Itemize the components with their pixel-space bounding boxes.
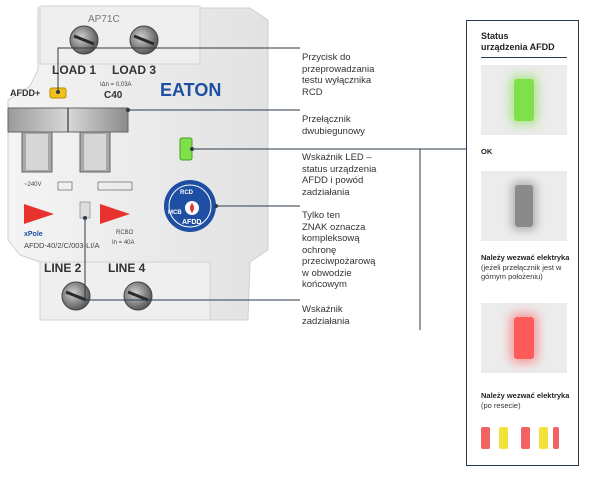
rating-c40: C40 (104, 90, 123, 101)
top-code: AP71C (88, 14, 120, 25)
double-pole-switch[interactable] (7, 107, 129, 173)
trip-indicator-right (100, 204, 130, 224)
terminal-screw-line2 (61, 281, 91, 311)
callout-rcd-test-button: Przycisk do przeprowadzania testu wyłącz… (302, 52, 375, 98)
terminal-label-line4: LINE 4 (108, 261, 146, 275)
afdd-plus-label: AFDD+ (10, 88, 40, 98)
led-state-ok (481, 65, 567, 135)
blink-red-2 (521, 427, 530, 449)
model-label: AFDD-40/2/C/003-LI/A (24, 241, 99, 250)
terminal-label-load1: LOAD 1 (52, 63, 96, 77)
afdd-device-illustration: AP71C LOAD 1 LOAD 3 AFDD+ EATON IΔn = 0,… (7, 5, 269, 321)
terminal-label-line2: LINE 2 (44, 261, 82, 275)
svg-text:MCB: MCB (168, 210, 182, 216)
label-ok: OK (481, 147, 493, 156)
led-blink-sequence (481, 427, 571, 451)
terminal-screw-load3 (129, 25, 159, 55)
callout-double-pole-switch: Przełącznik dwubiegunowy (302, 114, 365, 137)
led-red (514, 317, 534, 359)
callout-led-indicator: Wskaźnik LED – status urządzenia AFDD i … (302, 152, 377, 198)
blink-yellow-2 (539, 427, 548, 449)
trip-indicator-left (24, 204, 54, 224)
afdd-status-panel: Status urządzenia AFDD OK Należy wezwać … (466, 20, 579, 466)
led-state-fault (481, 303, 567, 373)
label-call-electrician-2: Należy wezwać elektryka (po resecie) (481, 391, 570, 410)
current-label: In = 40A (112, 240, 135, 246)
terminal-screw-load1 (69, 25, 99, 55)
rcbo-label: RCBO (116, 230, 134, 236)
terminal-screw-line4 (123, 281, 153, 311)
callout-trip-indicator: Wskaźnik zadziałania (302, 304, 350, 327)
led-green (514, 79, 534, 121)
panel-title-separator (481, 57, 567, 58)
callout-afdd-mark: Tylko ten ZNAK oznacza kompleksową ochro… (302, 210, 376, 290)
led-grey (515, 185, 533, 227)
brand-logo: EATON (160, 80, 221, 100)
blink-yellow-1 (499, 427, 508, 449)
led-state-off (481, 171, 567, 241)
series-label: xPole (24, 231, 43, 238)
voltage-label: ~240V (24, 182, 42, 188)
blink-red-3 (553, 427, 559, 449)
svg-text:AFDD: AFDD (182, 219, 201, 226)
rating-small: IΔn = 0,03A (100, 82, 132, 88)
panel-title: Status urządzenia AFDD (481, 31, 555, 52)
afdd-protection-mark: RCD MCB AFDD (164, 180, 216, 232)
terminal-label-load3: LOAD 3 (112, 63, 156, 77)
label-call-electrician-1: Należy wezwać elektryka (jeżeli przełącz… (481, 253, 570, 281)
blink-red-1 (481, 427, 490, 449)
svg-text:RCD: RCD (180, 190, 194, 196)
